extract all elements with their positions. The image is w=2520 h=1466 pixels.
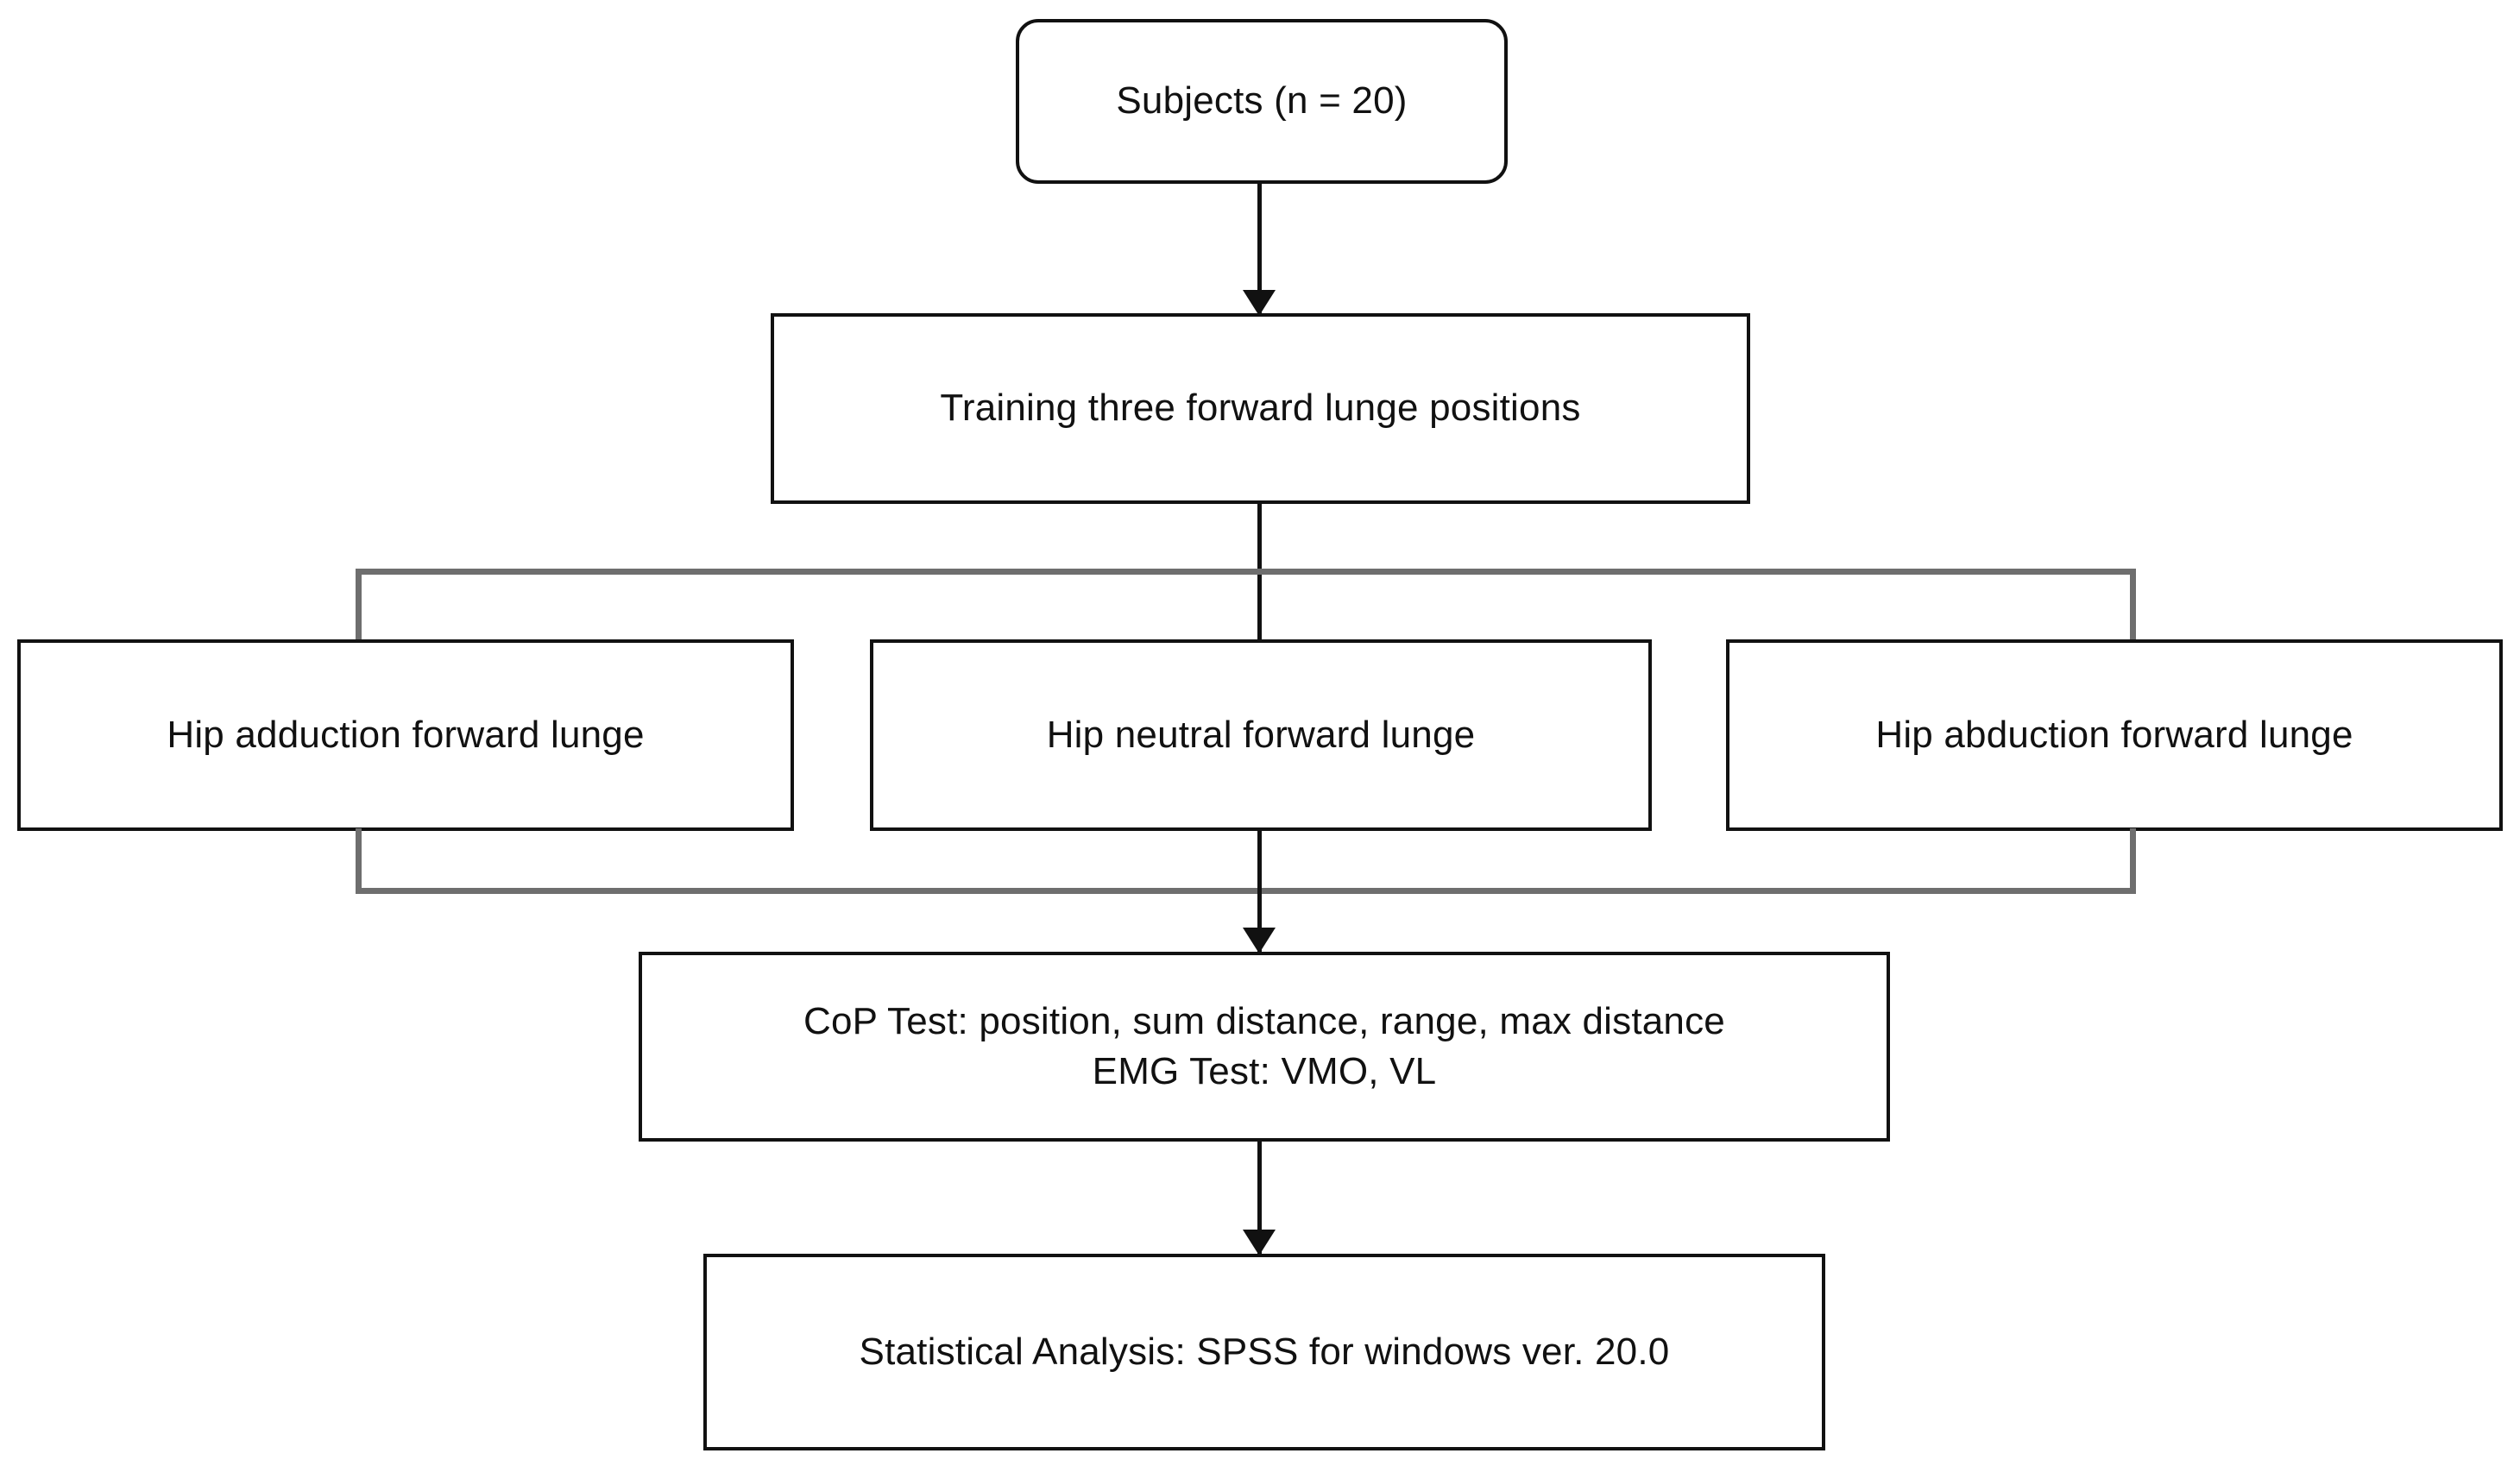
node-subjects-label: Subjects (n = 20) — [1116, 79, 1408, 123]
bracket-top-left-drop — [356, 569, 362, 642]
bracket-bottom-left-drop — [356, 828, 362, 890]
node-hip-neutral-forward-lunge: Hip neutral forward lunge — [870, 639, 1652, 831]
node-statistical-analysis: Statistical Analysis: SPSS for windows v… — [703, 1254, 1825, 1450]
node-hip-adduction-label: Hip adduction forward lunge — [167, 713, 645, 756]
node-training: Training three forward lunge positions — [771, 313, 1750, 504]
bracket-top-right-drop — [2130, 569, 2136, 642]
connector-branches-to-tests — [1257, 830, 1262, 953]
node-tests-label: CoP Test: position, sum distance, range,… — [790, 997, 1739, 1097]
arrowhead-tests-to-stats — [1243, 1230, 1276, 1255]
connector-tests-to-stats — [1257, 1141, 1262, 1255]
node-tests-line-cop: CoP Test: position, sum distance, range,… — [803, 999, 1725, 1042]
node-training-label: Training three forward lunge positions — [940, 387, 1581, 430]
arrowhead-subjects-to-training — [1243, 290, 1276, 316]
node-tests: CoP Test: position, sum distance, range,… — [639, 952, 1890, 1142]
node-tests-line-emg: EMG Test: VMO, VL — [1092, 1050, 1437, 1092]
bracket-bottom-right-drop — [2130, 828, 2136, 890]
node-statistical-analysis-label: Statistical Analysis: SPSS for windows v… — [859, 1330, 1670, 1373]
node-hip-adduction-forward-lunge: Hip adduction forward lunge — [17, 639, 794, 831]
bracket-top-horizontal — [356, 569, 2136, 575]
node-subjects: Subjects (n = 20) — [1016, 19, 1508, 184]
connector-subjects-to-training — [1257, 183, 1262, 314]
bracket-bottom-horizontal — [356, 888, 2136, 894]
node-hip-abduction-label: Hip abduction forward lunge — [1875, 713, 2353, 756]
arrowhead-branches-to-tests — [1243, 928, 1276, 953]
node-hip-abduction-forward-lunge: Hip abduction forward lunge — [1726, 639, 2503, 831]
node-hip-neutral-label: Hip neutral forward lunge — [1046, 713, 1476, 756]
